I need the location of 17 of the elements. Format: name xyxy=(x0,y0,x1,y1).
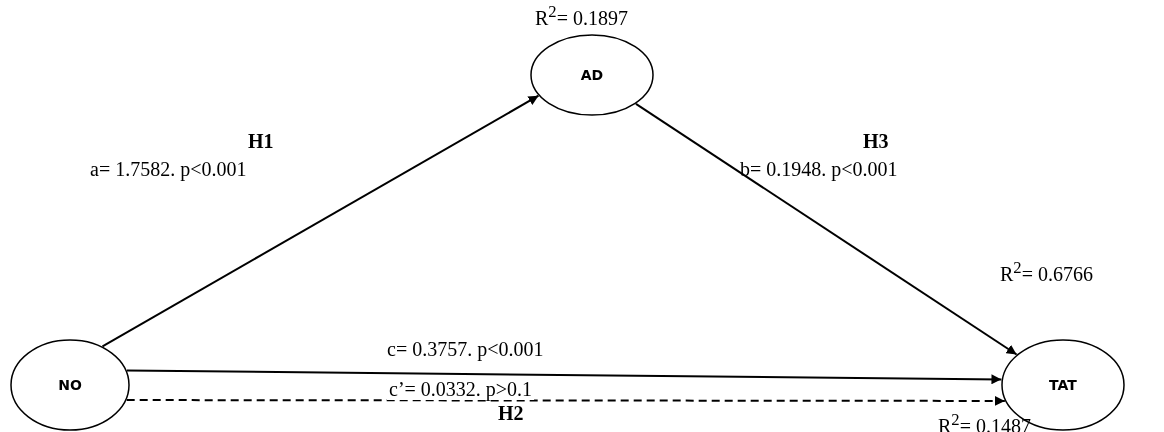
path-arrow xyxy=(101,94,540,348)
hypothesis-label: H2 xyxy=(498,402,524,425)
r-squared-value: R$^{2}$= 0.1487 xyxy=(938,410,1031,432)
hypothesis-label: H3 xyxy=(863,130,889,153)
path-coefficient: b= 0.1948. p<0.001 xyxy=(740,158,898,181)
variable-ellipse xyxy=(10,339,130,431)
hypothesis-label: H1 xyxy=(248,130,274,153)
path-arrow xyxy=(634,102,1018,356)
path-coefficient: a= 1.7582. p<0.001 xyxy=(90,158,247,181)
path-arrow xyxy=(125,369,1003,385)
r-squared-value: R$^{2}$= 0.1897 xyxy=(535,2,628,30)
variable-name: NO xyxy=(58,377,82,393)
variable-ellipse xyxy=(530,34,654,116)
variable-name: AD xyxy=(580,67,604,83)
r-squared-value: R$^{2}$= 0.6766 xyxy=(1000,258,1093,286)
variable-name: TAT xyxy=(1049,377,1077,393)
dashed-arrow xyxy=(125,395,1006,406)
